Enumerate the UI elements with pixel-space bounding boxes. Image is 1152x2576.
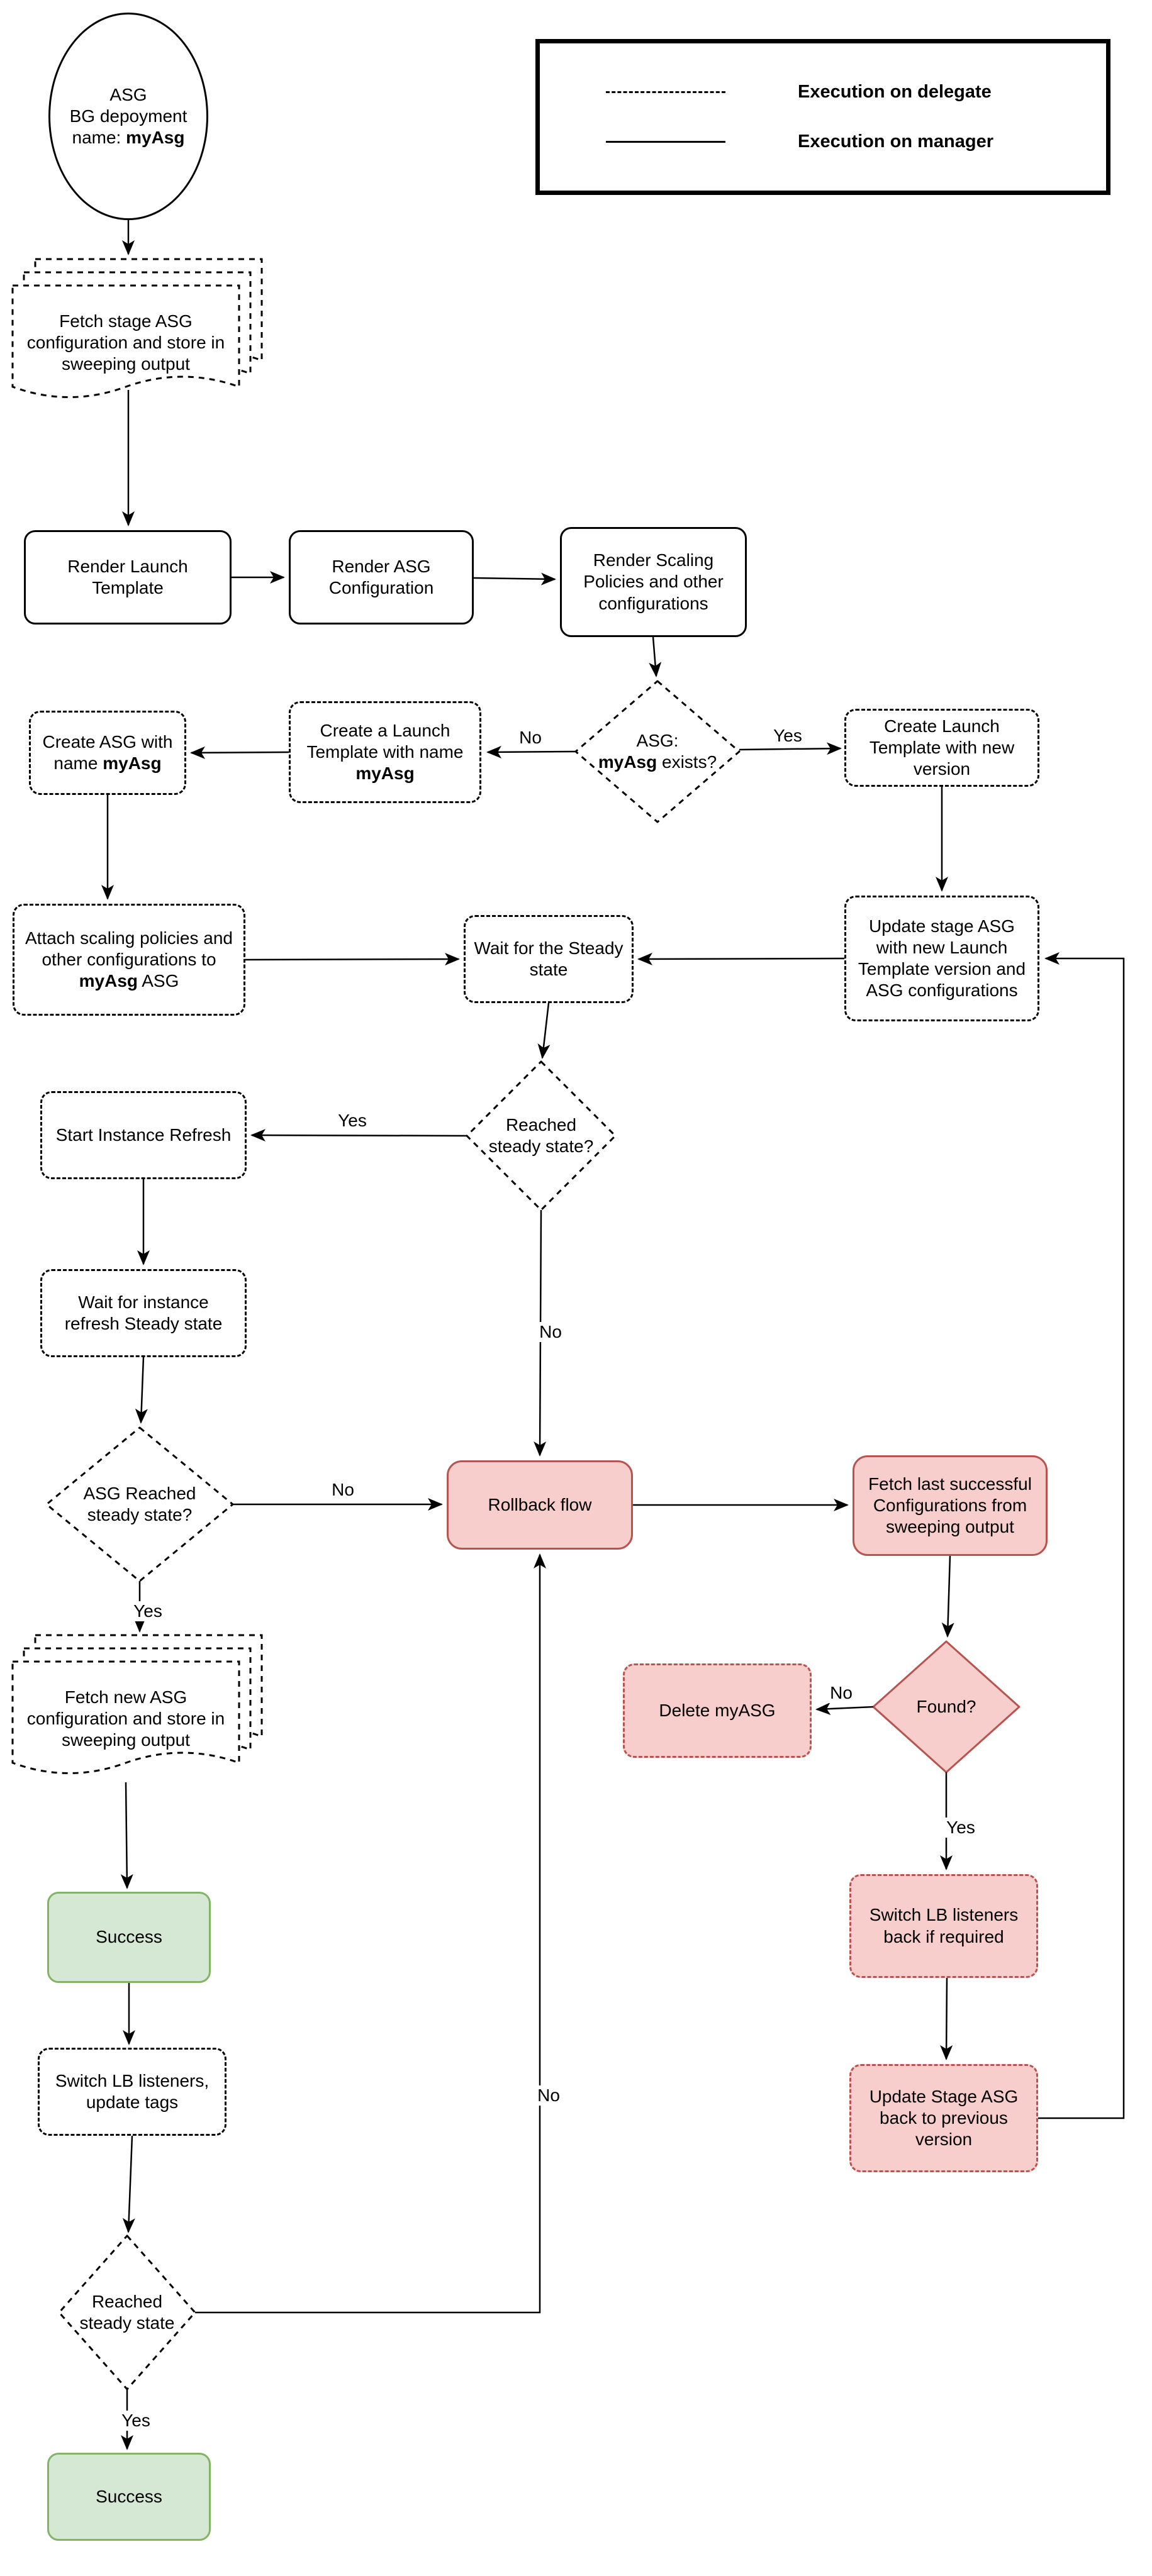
legend-row-manager: Execution on manager: [606, 131, 1106, 152]
legend-solid-line-icon: [606, 141, 725, 143]
edge-switch-tags-to-final: [122, 2135, 135, 2233]
edge-final-no-rollback: [195, 1553, 546, 2314]
edge-asg-exists-yes: [739, 742, 842, 755]
edge-create-lt-to-create-asg: [190, 746, 289, 759]
switch-lb-listeners-tags-node: Switch LB listeners, update tags: [38, 2048, 226, 2136]
create-launch-template-text: Create a Launch Template with name myAsg: [306, 720, 464, 784]
wait-steady-state-node: Wait for the Steady state: [464, 915, 634, 1003]
edge-update-back-feedback: [1038, 952, 1125, 2119]
create-asg-node: Create ASG with name myAsg: [29, 711, 186, 795]
legend-row-delegate: Execution on delegate: [606, 82, 1106, 103]
start-node-label: ASG BG depoyment name: myAsg: [69, 84, 187, 148]
edge-label-asg-exists-yes: Yes: [769, 726, 806, 746]
attach-policies-node: Attach scaling policies and other config…: [13, 904, 245, 1016]
asg-reached-diamond-shape: [45, 1426, 234, 1582]
fetch-stage-doc-shape: [11, 284, 240, 398]
update-stage-asg-node: Update stage ASG with new Launch Templat…: [844, 896, 1039, 1021]
edge-render-asg-to-render-scaling: [473, 572, 556, 586]
edge-attach-to-wait-steady: [245, 953, 460, 966]
edge-label-reached-yes: Yes: [334, 1111, 371, 1131]
edge-wait-steady-to-reached: [537, 1002, 551, 1059]
legend-delegate-label: Execution on delegate: [798, 82, 992, 102]
delete-myasg-node: Delete myASG: [623, 1663, 812, 1758]
create-asg-text: Create ASG with name myAsg: [42, 731, 173, 773]
render-asg-configuration-node: Render ASG Configuration: [289, 530, 474, 625]
create-launch-template-node: Create a Launch Template with name myAsg: [289, 701, 481, 803]
reached-steady-diamond-shape: [466, 1060, 617, 1211]
rollback-flow-node: Rollback flow: [447, 1460, 633, 1550]
create-lt-new-version-node: Create Launch Template with new version: [844, 709, 1039, 787]
update-stage-back-node: Update Stage ASG back to previous versio…: [849, 2064, 1038, 2172]
start-node: ASG BG depoyment name: myAsg: [48, 13, 208, 220]
edge-label-final-no: No: [534, 2085, 564, 2106]
edge-fetch-new-to-success: [120, 1782, 133, 1889]
asg-exists-text: ASG: myAsg exists?: [598, 730, 717, 772]
edge-label-found-no: No: [826, 1683, 856, 1703]
asg-exists-diamond-label: ASG: myAsg exists?: [582, 714, 733, 789]
asg-reached-diamond-label: ASG Reached steady state?: [83, 1483, 196, 1524]
edge-found-no-delete: [815, 1702, 874, 1716]
edge-label-reached-no: No: [535, 1322, 566, 1342]
render-scaling-policies-node: Render Scaling Policies and other config…: [560, 527, 747, 637]
edge-label-asg-exists-no: No: [515, 728, 545, 748]
fetch-new-doc-shape: [11, 1660, 240, 1774]
asg-exists-diamond-shape: [574, 680, 741, 823]
edge-update-stage-to-wait-steady: [637, 952, 845, 965]
fetch-stage-doc-label: Fetch stage ASG configuration and store …: [26, 311, 225, 374]
switch-lb-back-node: Switch LB listeners back if required: [849, 1874, 1038, 1978]
edge-reached-yes-start-refresh: [250, 1129, 467, 1142]
edge-render-scaling-to-asg-exists: [649, 636, 662, 677]
edge-fetch-last-to-found: [941, 1555, 954, 1638]
edge-label-final-yes: Yes: [118, 2411, 154, 2431]
fetch-new-doc-label: Fetch new ASG configuration and store in…: [26, 1687, 225, 1750]
edge-label-found-yes: Yes: [942, 1818, 979, 1838]
reached-steady-final-diamond-label: Reached steady state: [79, 2291, 175, 2333]
legend-manager-label: Execution on manager: [798, 131, 994, 152]
found-diamond-label: Found?: [916, 1696, 976, 1716]
reached-steady-diamond-label: Reached steady state?: [488, 1114, 594, 1156]
fetch-last-success-node: Fetch last successful Configurations fro…: [853, 1455, 1048, 1556]
wait-instance-refresh-node: Wait for instance refresh Steady state: [40, 1269, 247, 1357]
edge-wait-refresh-to-asg-reached: [135, 1357, 148, 1424]
edge-switch-back-to-update-back: [940, 1977, 953, 2060]
render-launch-template-node: Render Launch Template: [24, 530, 232, 625]
legend-dashed-line-icon: [606, 91, 725, 93]
start-instance-refresh-node: Start Instance Refresh: [40, 1091, 247, 1179]
legend: Execution on delegate Execution on manag…: [535, 39, 1110, 195]
success-final-node: Success: [47, 2453, 211, 2541]
attach-policies-text: Attach scaling policies and other config…: [25, 928, 233, 991]
edge-label-asg-reached-no: No: [328, 1480, 358, 1500]
success-mid-node: Success: [47, 1892, 211, 1983]
edge-label-asg-reached-yes: Yes: [130, 1601, 166, 1621]
